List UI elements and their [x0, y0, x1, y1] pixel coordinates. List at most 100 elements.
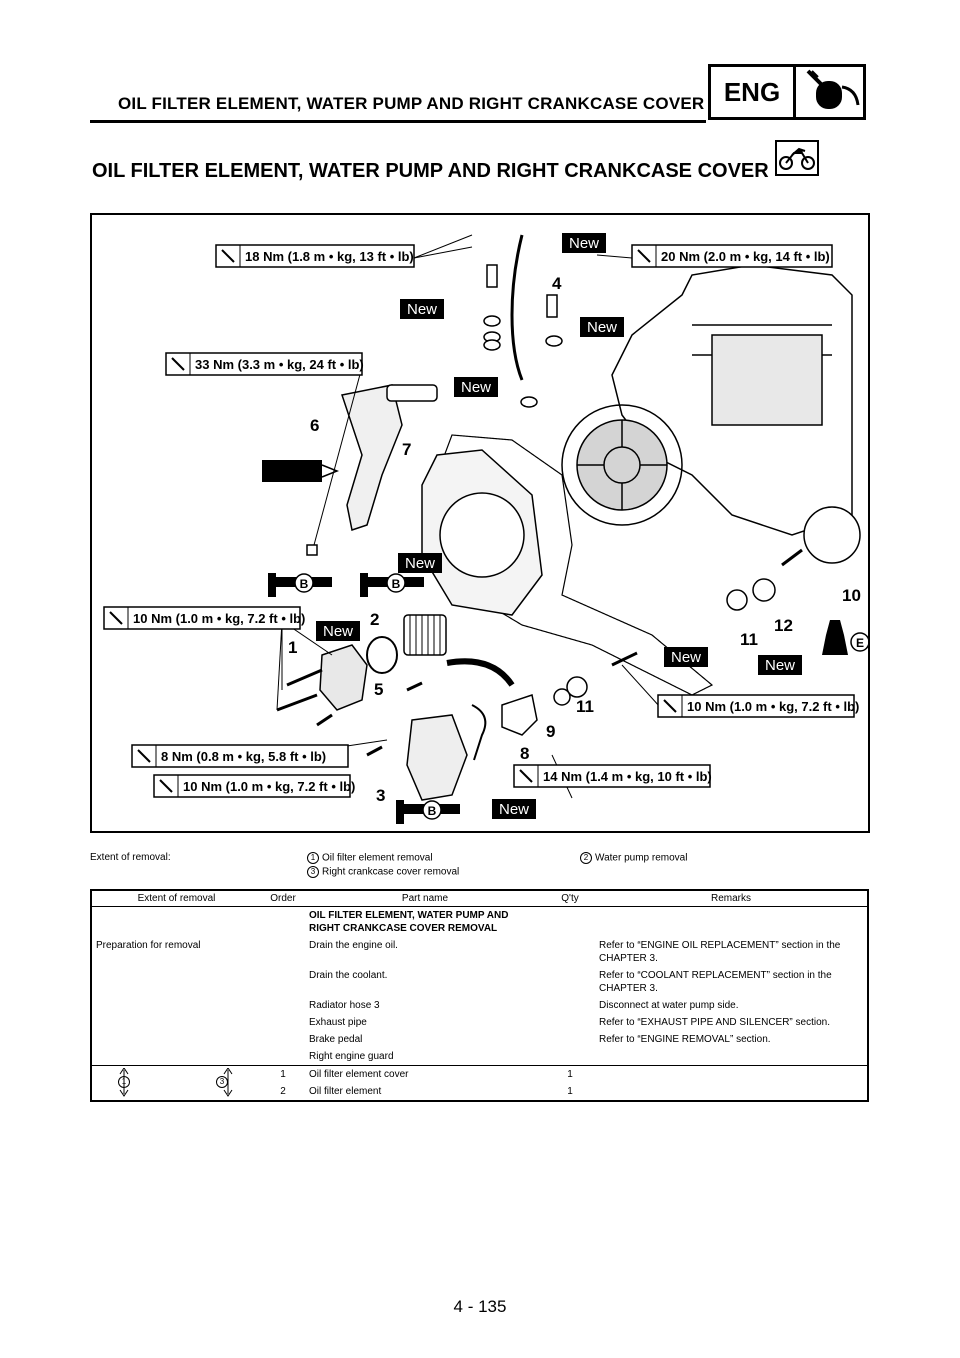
qty-cell: 1 [567, 1069, 573, 1080]
remarks: Refer to “ENGINE REMOVAL” section. [599, 1034, 771, 1045]
part-number-label: 8 [520, 744, 529, 763]
table-row: 1 3 1 Oil filter element cover 1 [91, 1065, 868, 1097]
qty-cell: 1 [567, 1086, 573, 1097]
torque-spec-text: 8 Nm (0.8 m • kg, 5.8 ft • lb) [161, 749, 326, 764]
table-row: Exhaust pipe Refer to “EXHAUST PIPE AND … [91, 1014, 868, 1031]
remarks: Refer to “COOLANT REPLACEMENT” section i… [599, 970, 832, 994]
torque-spec-label: 10 Nm (1.0 m • kg, 7.2 ft • lb) [103, 606, 305, 630]
torque-wrench-icon [137, 749, 151, 763]
part-number-label: 6 [310, 416, 319, 435]
part-name: Drain the coolant. [309, 970, 388, 981]
section-header-title: OIL FILTER ELEMENT, WATER PUMP AND RIGHT… [118, 94, 705, 113]
new-part-tag: New [492, 799, 536, 819]
table-row: Right engine guard [91, 1048, 868, 1066]
new-tag-text: New [461, 379, 491, 396]
torque-spec-text: 10 Nm (1.0 m • kg, 7.2 ft • lb) [133, 611, 305, 626]
torque-wrench-icon [171, 357, 185, 371]
chapter-tag: ENG [708, 64, 866, 120]
torque-spec-text: 18 Nm (1.8 m • kg, 13 ft • lb) [245, 249, 414, 264]
part-name: Drain the engine oil. [309, 940, 398, 951]
new-part-tag: New [398, 553, 442, 573]
removal-table: Extent of removal Order Part name Q'ty R… [90, 889, 869, 1102]
lubricant-letter: E [856, 636, 864, 650]
part-number-label: 1 [288, 638, 297, 657]
part-name: Radiator hose 3 [309, 1000, 380, 1011]
new-tag-text: New [765, 657, 795, 674]
part-number-label: 7 [402, 440, 411, 459]
remarks: Refer to “ENGINE OIL REPLACEMENT” sectio… [599, 940, 841, 964]
col-header-remarks: Remarks [595, 890, 868, 907]
chapter-tag-label: ENG [711, 67, 796, 117]
oil-filter-drawing [366, 614, 447, 674]
part-number-label: 11 [576, 697, 594, 716]
page-title: OIL FILTER ELEMENT, WATER PUMP AND RIGHT… [92, 160, 769, 182]
new-part-tag: New [664, 647, 708, 667]
section-title-cell: OIL FILTER ELEMENT, WATER PUMP AND RIGHT… [309, 910, 509, 934]
part-name: Oil filter element [309, 1086, 382, 1097]
remarks: Disconnect at water pump side. [599, 1000, 739, 1011]
new-tag-text: New [407, 301, 437, 318]
new-part-tag: New [562, 233, 606, 253]
order-cell: 2 [280, 1086, 286, 1097]
part-number-label: 3 [376, 786, 385, 805]
torque-spec-label: 10 Nm (1.0 m • kg, 7.2 ft • lb) [657, 694, 859, 718]
torque-spec-text: 33 Nm (3.3 m • kg, 24 ft • lb) [195, 357, 364, 372]
new-part-tag: New [580, 317, 624, 337]
table-row: OIL FILTER ELEMENT, WATER PUMP AND RIGHT… [91, 907, 868, 938]
torque-spec-label: 18 Nm (1.8 m • kg, 13 ft • lb) [215, 244, 415, 268]
part-number-label: 4 [552, 274, 562, 293]
torque-wrench-icon [109, 611, 123, 625]
part-name: Brake pedal [309, 1034, 363, 1045]
torque-spec-label: 33 Nm (3.3 m • kg, 24 ft • lb) [165, 352, 364, 376]
part-name: Right engine guard [309, 1051, 394, 1062]
prep-label: Preparation for removal [96, 940, 201, 951]
extent-mark-end: 3 [216, 1076, 228, 1088]
torque-spec-label: 20 Nm (2.0 m • kg, 14 ft • lb) [631, 244, 833, 268]
torque-spec-label: 14 Nm (1.4 m • kg, 10 ft • lb) [513, 764, 712, 788]
torque-wrench-icon [221, 249, 235, 263]
extent-item-text: Oil filter element removal [322, 852, 433, 864]
part-name: Oil filter element cover [309, 1069, 409, 1080]
header-rule [90, 120, 706, 123]
col-header-part-name: Part name [305, 890, 545, 907]
table-row: Preparation for removal Drain the engine… [91, 937, 868, 967]
extent-item-text: Water pump removal [595, 852, 688, 864]
new-tag-text: New [671, 649, 701, 666]
crankcase-drawing [561, 264, 853, 536]
torque-wrench-icon [159, 779, 173, 793]
lubricant-letter: B [300, 577, 309, 591]
remarks: Refer to “EXHAUST PIPE AND SILENCER” sec… [599, 1017, 831, 1028]
new-part-tag: New [454, 377, 498, 397]
new-part-tag: New [400, 299, 444, 319]
remarks [595, 1048, 868, 1066]
part-number-label: 10 [842, 586, 861, 605]
extent-label: Extent of removal: [90, 852, 171, 863]
motorcycle-icon [775, 140, 819, 176]
new-tag-text: New [569, 235, 599, 252]
engine-wrench-icon [796, 67, 863, 117]
table-header-row: Extent of removal Order Part name Q'ty R… [91, 890, 868, 907]
extent-mark-start: 1 [118, 1076, 130, 1088]
table-row: Radiator hose 3 Disconnect at water pump… [91, 997, 868, 1014]
table-row: Drain the coolant. Refer to “COOLANT REP… [91, 967, 868, 997]
col-header-qty: Q'ty [545, 890, 595, 907]
part-number-label: 9 [546, 722, 555, 741]
part-number-label: 12 [774, 616, 793, 635]
page-number: 4 - 135 [453, 1297, 507, 1316]
new-tag-text: New [323, 623, 353, 640]
part-number-label: 2 [370, 610, 379, 629]
remarks [595, 1083, 868, 1101]
torque-spec-label: 8 Nm (0.8 m • kg, 5.8 ft • lb) [131, 744, 349, 768]
torque-wrench-icon [663, 699, 677, 713]
torque-spec-text: 10 Nm (1.0 m • kg, 7.2 ft • lb) [687, 699, 859, 714]
col-header-order: Order [261, 890, 305, 907]
circled-number: 3 [307, 866, 319, 878]
part-number-label: 5 [374, 680, 383, 699]
exploded-diagram: 18 Nm (1.8 m • kg, 13 ft • lb) 20 Nm (2.0… [90, 213, 870, 833]
torque-spec-label: 10 Nm (1.0 m • kg, 7.2 ft • lb) [153, 774, 355, 798]
col-header-extent: Extent of removal [91, 890, 261, 907]
part-name: Exhaust pipe [309, 1017, 367, 1028]
